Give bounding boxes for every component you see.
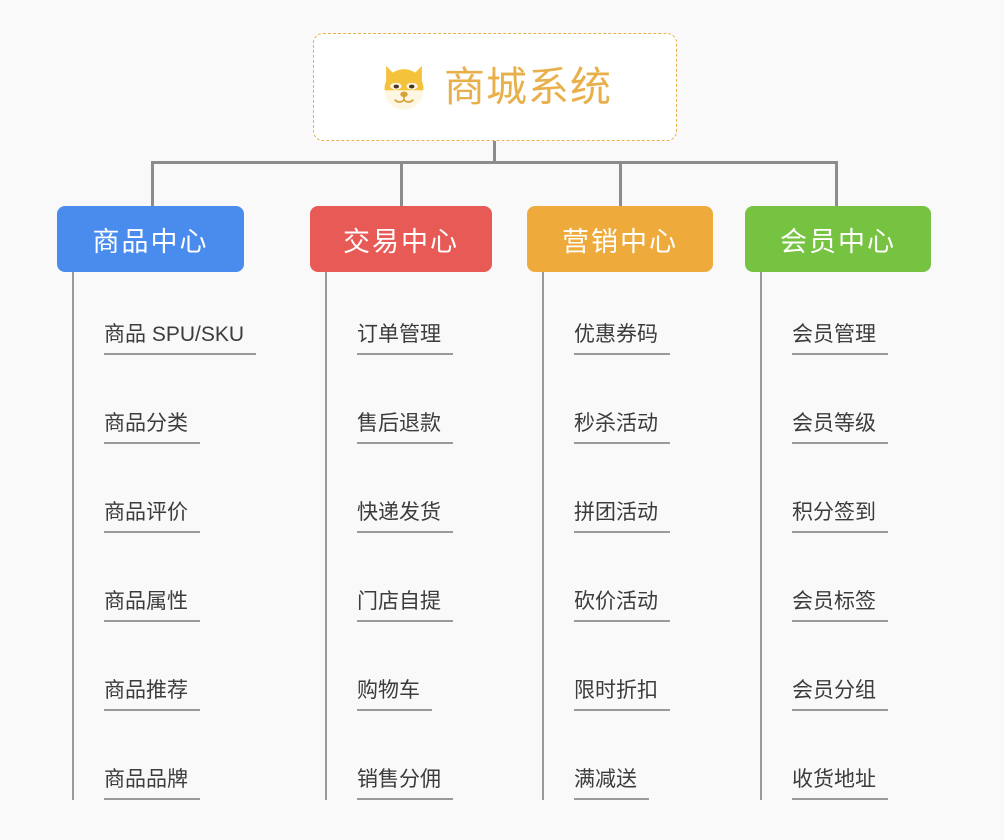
leaf-item[interactable]: 会员分组 [760,628,888,717]
leaf-item[interactable]: 快递发货 [325,450,453,539]
connector-horizontal-bus [151,161,838,164]
leaf-label: 限时折扣 [574,678,670,711]
shiba-dog-icon [384,65,424,110]
category-header-2[interactable]: 营销中心 [527,206,713,272]
leaf-item[interactable]: 收货地址 [760,717,888,806]
leaf-list-1: 订单管理 售后退款 快递发货 门店自提 购物车 销售分佣 [325,272,453,806]
column-spine-3 [760,272,762,800]
leaf-item[interactable]: 商品 SPU/SKU [72,272,257,361]
column-spine-2 [542,272,544,800]
leaf-item[interactable]: 拼团活动 [542,450,670,539]
connector-drop-col-0 [151,161,154,207]
leaf-item[interactable]: 优惠券码 [542,272,670,361]
leaf-item[interactable]: 购物车 [325,628,453,717]
category-title-0: 商品中心 [92,226,209,257]
leaf-label: 商品属性 [104,589,200,622]
leaf-label: 会员等级 [792,411,888,444]
leaf-item[interactable]: 限时折扣 [542,628,670,717]
category-header-3[interactable]: 会员中心 [745,206,931,272]
leaf-item[interactable]: 商品推荐 [72,628,256,717]
leaf-item[interactable]: 商品品牌 [72,717,256,806]
leaf-label: 秒杀活动 [574,411,670,444]
category-column-2: 营销中心 优惠券码 秒杀活动 拼团活动 砍价活动 限时折扣 满减送 [527,206,713,800]
leaf-label: 订单管理 [357,322,453,355]
leaf-label: 会员标签 [792,589,888,622]
leaf-label: 商品分类 [104,411,200,444]
category-header-0[interactable]: 商品中心 [57,206,244,272]
connector-root-stem [493,141,496,164]
leaf-item[interactable]: 商品评价 [72,450,256,539]
leaf-label: 满减送 [574,767,649,800]
leaf-item[interactable]: 秒杀活动 [542,361,670,450]
category-title-1: 交易中心 [343,226,459,257]
column-spine-1 [325,272,327,800]
root-title: 商城系统 [444,63,612,110]
leaf-label: 快递发货 [357,500,453,533]
leaf-label: 砍价活动 [574,589,670,622]
leaf-label: 购物车 [357,678,432,711]
leaf-label: 销售分佣 [357,767,453,800]
leaf-item[interactable]: 商品分类 [72,361,256,450]
category-column-1: 交易中心 订单管理 售后退款 快递发货 门店自提 购物车 销售分佣 [310,206,492,800]
connector-drop-col-3 [835,161,838,207]
leaf-label: 会员管理 [792,322,888,355]
leaf-list-2: 优惠券码 秒杀活动 拼团活动 砍价活动 限时折扣 满减送 [542,272,670,806]
leaf-label: 优惠券码 [574,322,670,355]
leaf-label: 收货地址 [792,767,888,800]
connector-drop-col-2 [619,161,622,207]
leaf-list-0: 商品 SPU/SKU 商品分类 商品评价 商品属性 商品推荐 商品品牌 [72,272,257,806]
leaf-label: 商品 SPU/SKU [104,322,257,355]
leaf-label: 会员分组 [792,678,888,711]
leaf-label: 商品推荐 [104,678,200,711]
leaf-item[interactable]: 订单管理 [325,272,453,361]
leaf-item[interactable]: 销售分佣 [325,717,453,806]
leaf-label: 商品品牌 [104,767,200,800]
leaf-label: 售后退款 [357,411,453,444]
category-column-0: 商品中心 商品 SPU/SKU 商品分类 商品评价 商品属性 商品推荐 商品品牌 [57,206,257,800]
leaf-label: 拼团活动 [574,500,670,533]
category-header-1[interactable]: 交易中心 [310,206,492,272]
leaf-label: 门店自提 [357,589,453,622]
leaf-label: 积分签到 [792,500,888,533]
column-spine-0 [72,272,74,800]
leaf-item[interactable]: 会员等级 [760,361,888,450]
leaf-item[interactable]: 满减送 [542,717,670,806]
leaf-item[interactable]: 会员管理 [760,272,888,361]
leaf-item[interactable]: 商品属性 [72,539,256,628]
leaf-item[interactable]: 售后退款 [325,361,453,450]
leaf-list-3: 会员管理 会员等级 积分签到 会员标签 会员分组 收货地址 [760,272,888,806]
category-column-3: 会员中心 会员管理 会员等级 积分签到 会员标签 会员分组 收货地址 [745,206,931,800]
root-node[interactable]: 商城系统 [313,33,677,141]
leaf-item[interactable]: 会员标签 [760,539,888,628]
leaf-item[interactable]: 门店自提 [325,539,453,628]
leaf-item[interactable]: 积分签到 [760,450,888,539]
connector-drop-col-1 [400,161,403,207]
leaf-item[interactable]: 砍价活动 [542,539,670,628]
leaf-label: 商品评价 [104,500,200,533]
category-title-3: 会员中心 [780,226,896,257]
category-title-2: 营销中心 [562,226,678,257]
